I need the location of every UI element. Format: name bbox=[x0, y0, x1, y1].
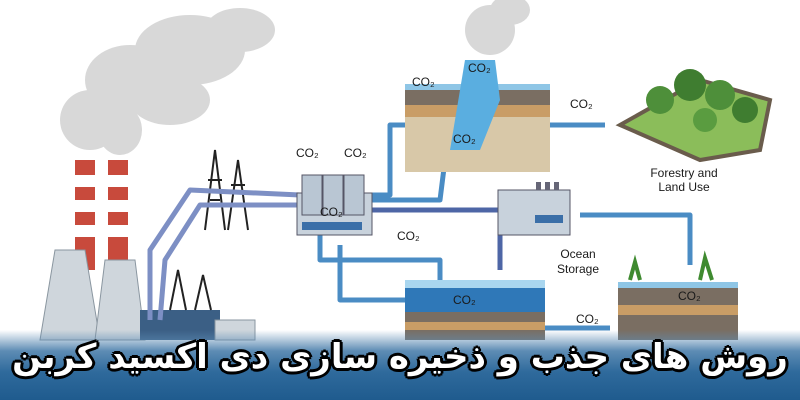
pipes bbox=[147, 122, 693, 331]
forestry-label: Forestry and bbox=[650, 166, 717, 180]
co2-label: CO₂ bbox=[453, 293, 476, 307]
co2-label: CO₂ bbox=[412, 75, 435, 89]
geological-storage bbox=[405, 60, 550, 172]
page-title: روش های جذب و ذخیره سازی دی اکسید کربن bbox=[12, 337, 788, 377]
co2-label: CO₂ bbox=[678, 289, 701, 303]
ocean-facility bbox=[497, 182, 571, 236]
co2-label: CO₂ bbox=[576, 312, 599, 326]
co2-label: CO₂ bbox=[296, 146, 319, 160]
ocean-storage-label: Storage bbox=[557, 262, 599, 276]
co2-label: CO₂ bbox=[320, 205, 343, 219]
ocean-section bbox=[405, 280, 545, 340]
smoke-clouds bbox=[60, 0, 530, 155]
co2-label: CO₂ bbox=[468, 61, 491, 75]
co2-label: CO₂ bbox=[453, 132, 476, 146]
capture-unit bbox=[296, 174, 373, 236]
co2-label: CO₂ bbox=[397, 229, 420, 243]
forest-island bbox=[615, 69, 773, 163]
title-banner bbox=[0, 330, 800, 400]
forestry-label: Land Use bbox=[658, 180, 710, 194]
co2-label: CO₂ bbox=[570, 97, 593, 111]
co2-label: CO₂ bbox=[344, 146, 367, 160]
power-plant bbox=[39, 160, 256, 341]
ocean-storage-label: Ocean bbox=[560, 247, 595, 261]
